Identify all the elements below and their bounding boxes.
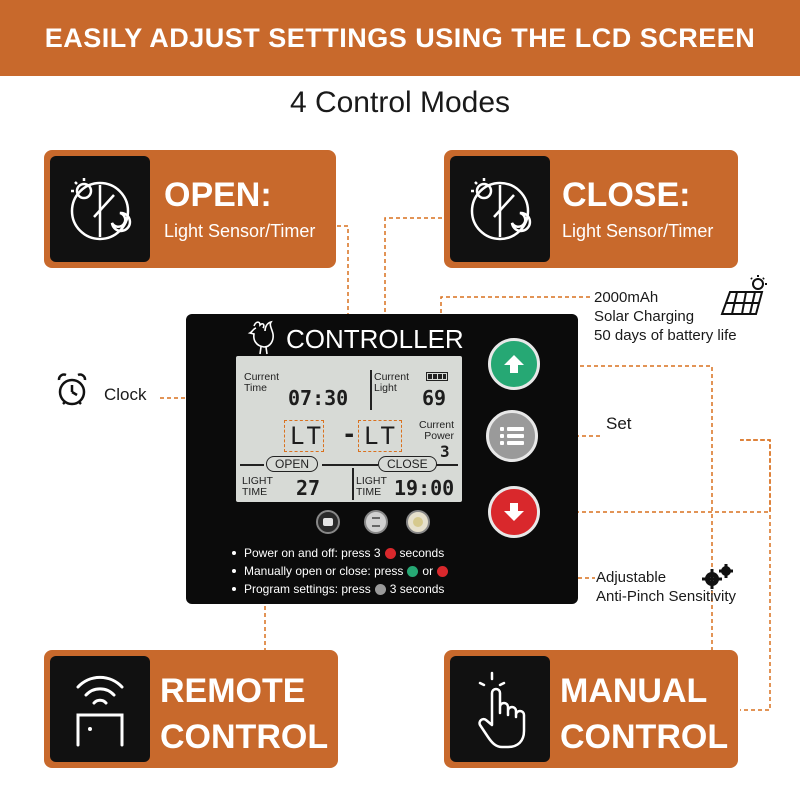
instruction-text: 3 seconds xyxy=(389,582,445,596)
current-light-value: 69 xyxy=(422,386,447,410)
battery-capacity: 2000mAh xyxy=(594,289,659,306)
instruction-manual: Manually open or close: press or xyxy=(232,564,449,578)
set-mini-icon xyxy=(374,583,386,595)
subtitle: 4 Control Modes xyxy=(289,86,511,119)
banner-title: EASILY ADJUST SETTINGS USING THE LCD SCR… xyxy=(44,22,756,53)
set-callout: Set xyxy=(606,414,632,433)
close-pill: CLOSE xyxy=(378,456,437,472)
up-button[interactable] xyxy=(488,338,540,390)
menu-list-icon xyxy=(500,427,524,445)
day-night-dial-icon xyxy=(450,156,550,262)
instruction-text: Program settings: press xyxy=(244,582,371,596)
remote-pair-button[interactable] xyxy=(316,510,340,534)
down-mini-icon xyxy=(437,565,449,577)
lcd-rule xyxy=(240,464,264,466)
open-light-time-label: LIGHT TIME xyxy=(242,475,273,498)
close-light-time-value: 19:00 xyxy=(394,476,455,500)
adjustable-callout: Adjustable Anti-Pinch Sensitivity xyxy=(596,568,736,606)
close-description: Light Sensor/Timer xyxy=(562,221,714,241)
instruction-program: Program settings: press 3 seconds xyxy=(232,582,444,596)
open-title: OPEN: xyxy=(164,176,272,214)
anti-pinch-line: Anti-Pinch Sensitivity xyxy=(596,588,737,605)
instruction-power: Power on and off: press 3 seconds xyxy=(232,546,444,560)
open-mode-value: LT xyxy=(290,422,323,450)
open-mode-card: OPEN: Light Sensor/Timer xyxy=(44,150,336,268)
controller-title: CONTROLLER xyxy=(286,324,464,354)
alarm-clock-icon xyxy=(56,372,88,413)
remote-line1: REMOTE xyxy=(160,672,306,710)
header-banner: EASILY ADJUST SETTINGS USING THE LCD SCR… xyxy=(0,0,800,76)
adjustable-line: Adjustable xyxy=(596,569,667,586)
up-mini-icon xyxy=(407,565,419,577)
solar-charging: Solar Charging xyxy=(594,308,695,325)
close-mode-value: LT xyxy=(364,422,397,450)
program-button[interactable] xyxy=(364,510,388,534)
instruction-text: seconds xyxy=(399,546,445,560)
mode-separator: - xyxy=(342,420,357,448)
open-light-time-value: 27 xyxy=(296,476,321,500)
controller-panel: CONTROLLER Current Time 07:30 Current Li… xyxy=(186,314,578,604)
manual-line2: CONTROL xyxy=(560,718,729,756)
current-power-label: Current Power xyxy=(418,419,454,442)
lcd-rule xyxy=(322,464,378,466)
hand-tap-icon xyxy=(450,656,550,762)
open-pill: OPEN xyxy=(266,456,319,472)
remote-control-card: REMOTE CONTROL xyxy=(44,650,338,768)
remote-line2: CONTROL xyxy=(160,718,329,756)
light-sensor-button[interactable] xyxy=(406,510,430,534)
open-mode-highlight xyxy=(284,420,324,452)
lcd-rule xyxy=(436,464,458,466)
battery-indicator-icon xyxy=(426,372,448,381)
down-mini-icon xyxy=(384,547,396,559)
manual-control-card: MANUAL CONTROL xyxy=(444,650,738,768)
instruction-text: Power on and off: press 3 xyxy=(244,546,381,560)
solar-panel-icon xyxy=(718,274,772,325)
set-button[interactable] xyxy=(486,410,538,462)
close-light-time-label: LIGHT TIME xyxy=(356,475,387,498)
clock-callout: Clock xyxy=(104,385,147,404)
current-power-value: 3 xyxy=(440,442,450,461)
arrow-down-icon xyxy=(504,503,524,521)
close-title: CLOSE: xyxy=(562,176,691,214)
day-night-dial-icon xyxy=(50,156,150,262)
wireless-door-icon xyxy=(50,656,150,762)
current-time-label: Current Time xyxy=(244,371,280,394)
gears-icon xyxy=(700,562,736,595)
open-description: Light Sensor/Timer xyxy=(164,221,316,241)
down-button[interactable] xyxy=(488,486,540,538)
arrow-up-icon xyxy=(504,355,524,373)
close-mode-card: CLOSE: Light Sensor/Timer xyxy=(444,150,738,268)
battery-life: 50 days of battery life xyxy=(594,327,737,344)
current-time-value: 07:30 xyxy=(288,386,349,410)
instruction-text: Manually open or close: press xyxy=(244,564,404,578)
instruction-text: or xyxy=(422,564,434,578)
manual-line1: MANUAL xyxy=(560,672,708,710)
close-mode-highlight xyxy=(358,420,402,452)
current-light-label: Current Light xyxy=(374,371,410,394)
lcd-screen: Current Time 07:30 Current Light 69 LT -… xyxy=(236,356,462,502)
lcd-divider xyxy=(370,370,372,410)
battery-callout: 2000mAh Solar Charging 50 days of batter… xyxy=(594,288,737,345)
rooster-logo-icon xyxy=(244,318,280,361)
lcd-divider xyxy=(352,468,354,500)
